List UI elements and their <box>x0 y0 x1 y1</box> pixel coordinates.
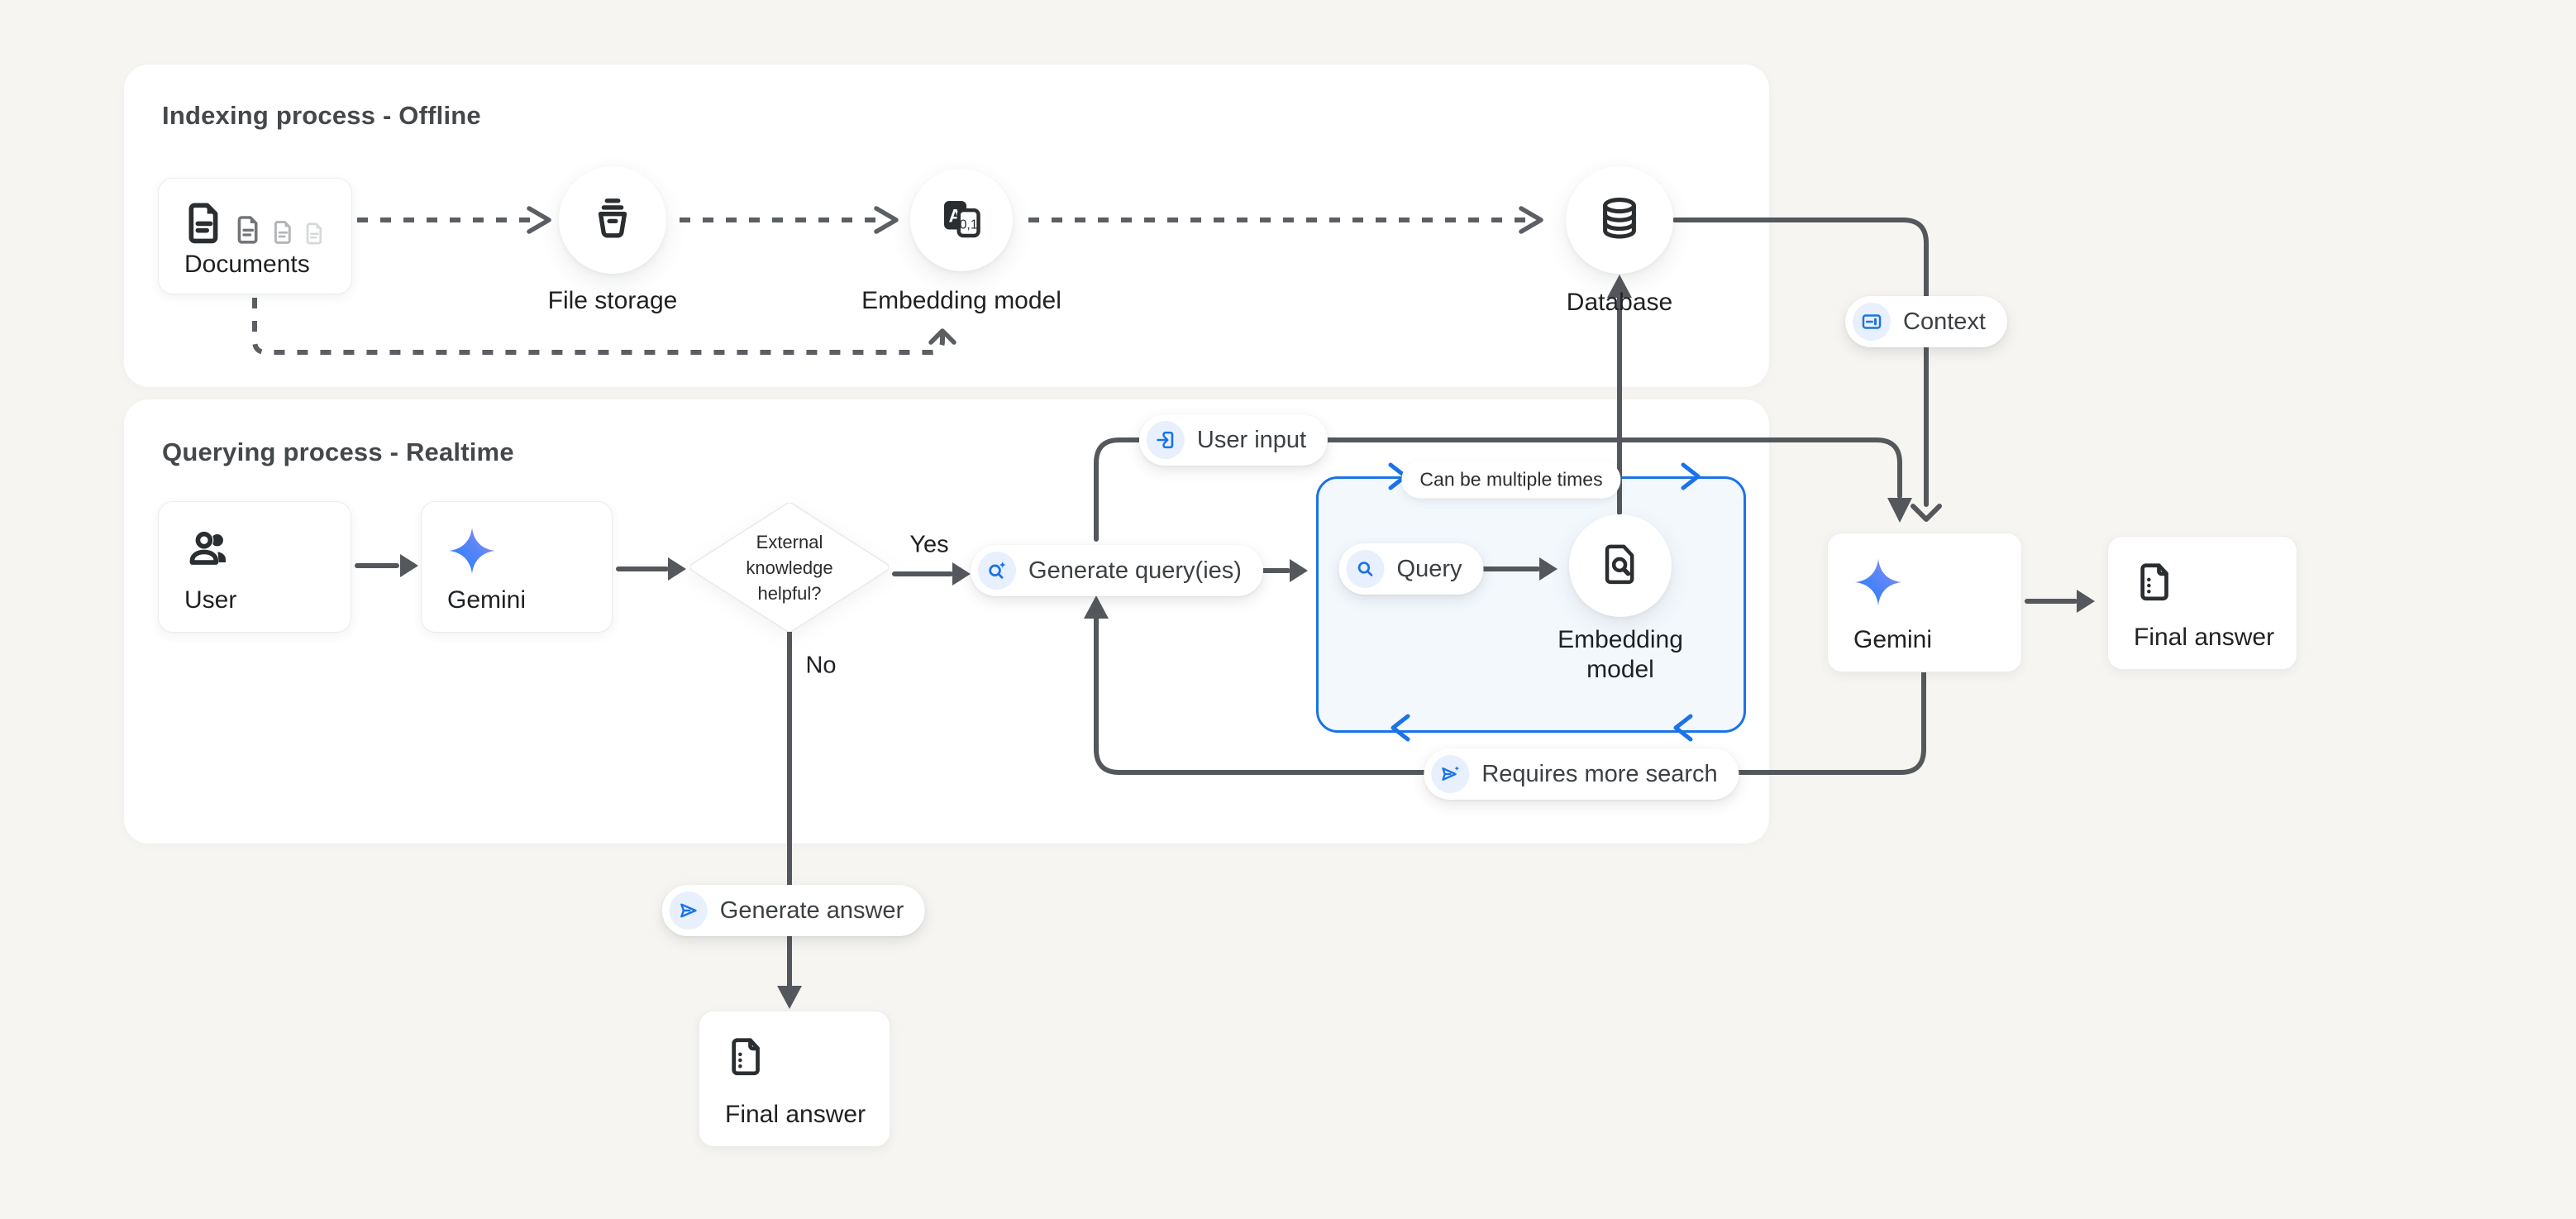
retrieval-loop-box <box>1316 476 1746 733</box>
embedding-model-query-label: Embedding model <box>1558 626 1683 683</box>
querying-panel-title: Querying process - Realtime <box>162 437 514 466</box>
generate-answer-label: Generate answer <box>719 896 904 924</box>
indexing-panel-title: Indexing process - Offline <box>162 101 481 130</box>
decision-text: External knowledge helpful? <box>746 531 833 604</box>
user-input-pill: User input <box>1138 414 1329 466</box>
send-spark-icon <box>1431 755 1470 793</box>
gemini-star-icon <box>446 525 498 576</box>
generate-queries-label: Generate query(ies) <box>1028 557 1242 584</box>
database-node <box>1566 166 1673 274</box>
no-branch-label: No <box>805 652 837 679</box>
people-icon <box>184 525 233 571</box>
loop-note-pill: Can be multiple times <box>1401 461 1621 499</box>
file-storage-label: File storage <box>547 287 678 314</box>
context-pill: Context <box>1845 296 2007 347</box>
final-answer-right-label: Final answer <box>2134 624 2275 651</box>
article-document-icon <box>2133 560 2178 605</box>
article-document-icon <box>724 1035 769 1079</box>
external-knowledge-decision: External knowledge helpful? <box>690 503 889 632</box>
loop-note-label: Can be multiple times <box>1419 468 1603 490</box>
gemini-node: Gemini <box>421 501 613 633</box>
send-icon <box>669 892 708 930</box>
query-label: Query <box>1396 555 1462 582</box>
embedding-model-label: Embedding model <box>861 287 1061 314</box>
user-label: User <box>184 586 237 614</box>
generate-queries-pill: Generate query(ies) <box>971 545 1263 596</box>
documents-node: Documents <box>158 178 352 294</box>
gemini-final-label: Gemini <box>1853 626 1933 653</box>
gemini-label: Gemini <box>447 586 527 614</box>
embedding-model-query-node <box>1569 514 1672 617</box>
document-search-icon <box>1598 542 1643 590</box>
final-answer-right-node: Final answer <box>2107 536 2297 670</box>
input-arrow-icon <box>1146 421 1185 459</box>
document-stack-icon <box>184 198 327 248</box>
database-label: Database <box>1566 289 1673 316</box>
search-icon <box>1346 550 1385 588</box>
requires-more-search-label: Requires more search <box>1481 760 1718 787</box>
requires-more-search-pill: Requires more search <box>1424 748 1739 800</box>
generate-answer-pill: Generate answer <box>661 885 926 936</box>
context-card-icon <box>1853 303 1891 341</box>
yes-branch-label: Yes <box>909 531 949 558</box>
svg-text:0,1: 0,1 <box>960 218 978 232</box>
user-node: User <box>158 501 351 633</box>
query-pill: Query <box>1338 543 1484 595</box>
final-answer-bottom-label: Final answer <box>725 1101 866 1128</box>
file-storage-node <box>559 166 666 274</box>
context-pill-label: Context <box>1903 308 1986 335</box>
gemini-star-icon <box>1853 557 1904 608</box>
gemini-final-node: Gemini <box>1827 533 2022 672</box>
documents-label: Documents <box>184 251 310 278</box>
search-spark-icon <box>978 552 1017 590</box>
storage-bin-icon <box>589 194 637 246</box>
user-input-label: User input <box>1196 426 1307 453</box>
database-cylinder-icon <box>1596 194 1643 246</box>
final-answer-bottom-node: Final answer <box>699 1011 890 1147</box>
